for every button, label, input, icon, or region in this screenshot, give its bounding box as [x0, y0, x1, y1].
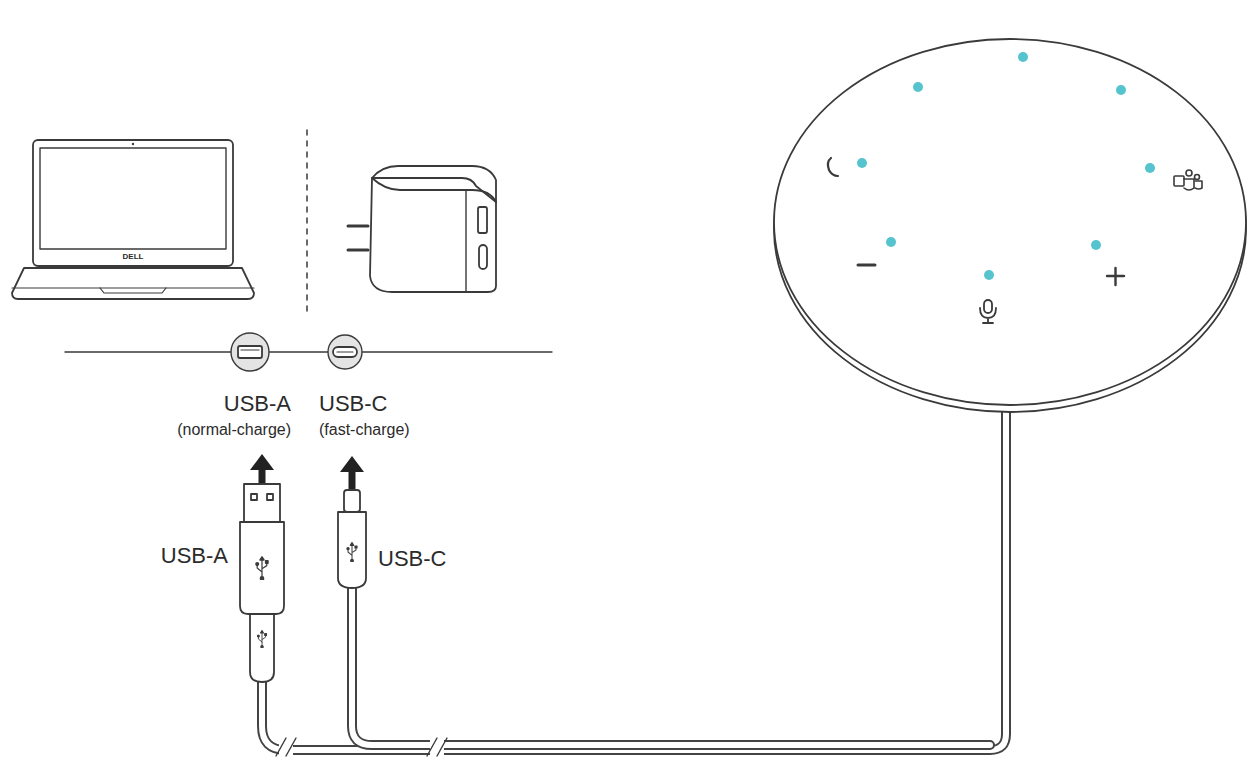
port-label: USB-C — [319, 391, 387, 416]
minus-icon — [858, 264, 875, 267]
plus-icon — [1107, 268, 1124, 285]
charge-note: (fast-charge) — [319, 421, 410, 439]
cable — [262, 408, 1006, 756]
laptop — [12, 140, 254, 299]
divider-line — [306, 130, 308, 312]
plug-label: USB-A — [161, 543, 228, 568]
plug-label: USB-C — [378, 546, 446, 571]
phone-icon — [828, 158, 838, 176]
wall-charger — [348, 166, 496, 292]
usb-a-plug — [240, 484, 284, 682]
teams-icon — [1174, 170, 1202, 190]
usb-a-port — [231, 333, 269, 371]
charge-note: (normal-charge) — [177, 421, 291, 439]
usb-c-port — [328, 335, 362, 369]
speakerphone — [774, 39, 1246, 412]
usb-c-plug — [338, 490, 366, 588]
brand-logo: DELL — [123, 252, 144, 261]
mic-icon — [980, 300, 996, 323]
port-line — [65, 351, 552, 352]
port-label: USB-A — [224, 391, 291, 416]
